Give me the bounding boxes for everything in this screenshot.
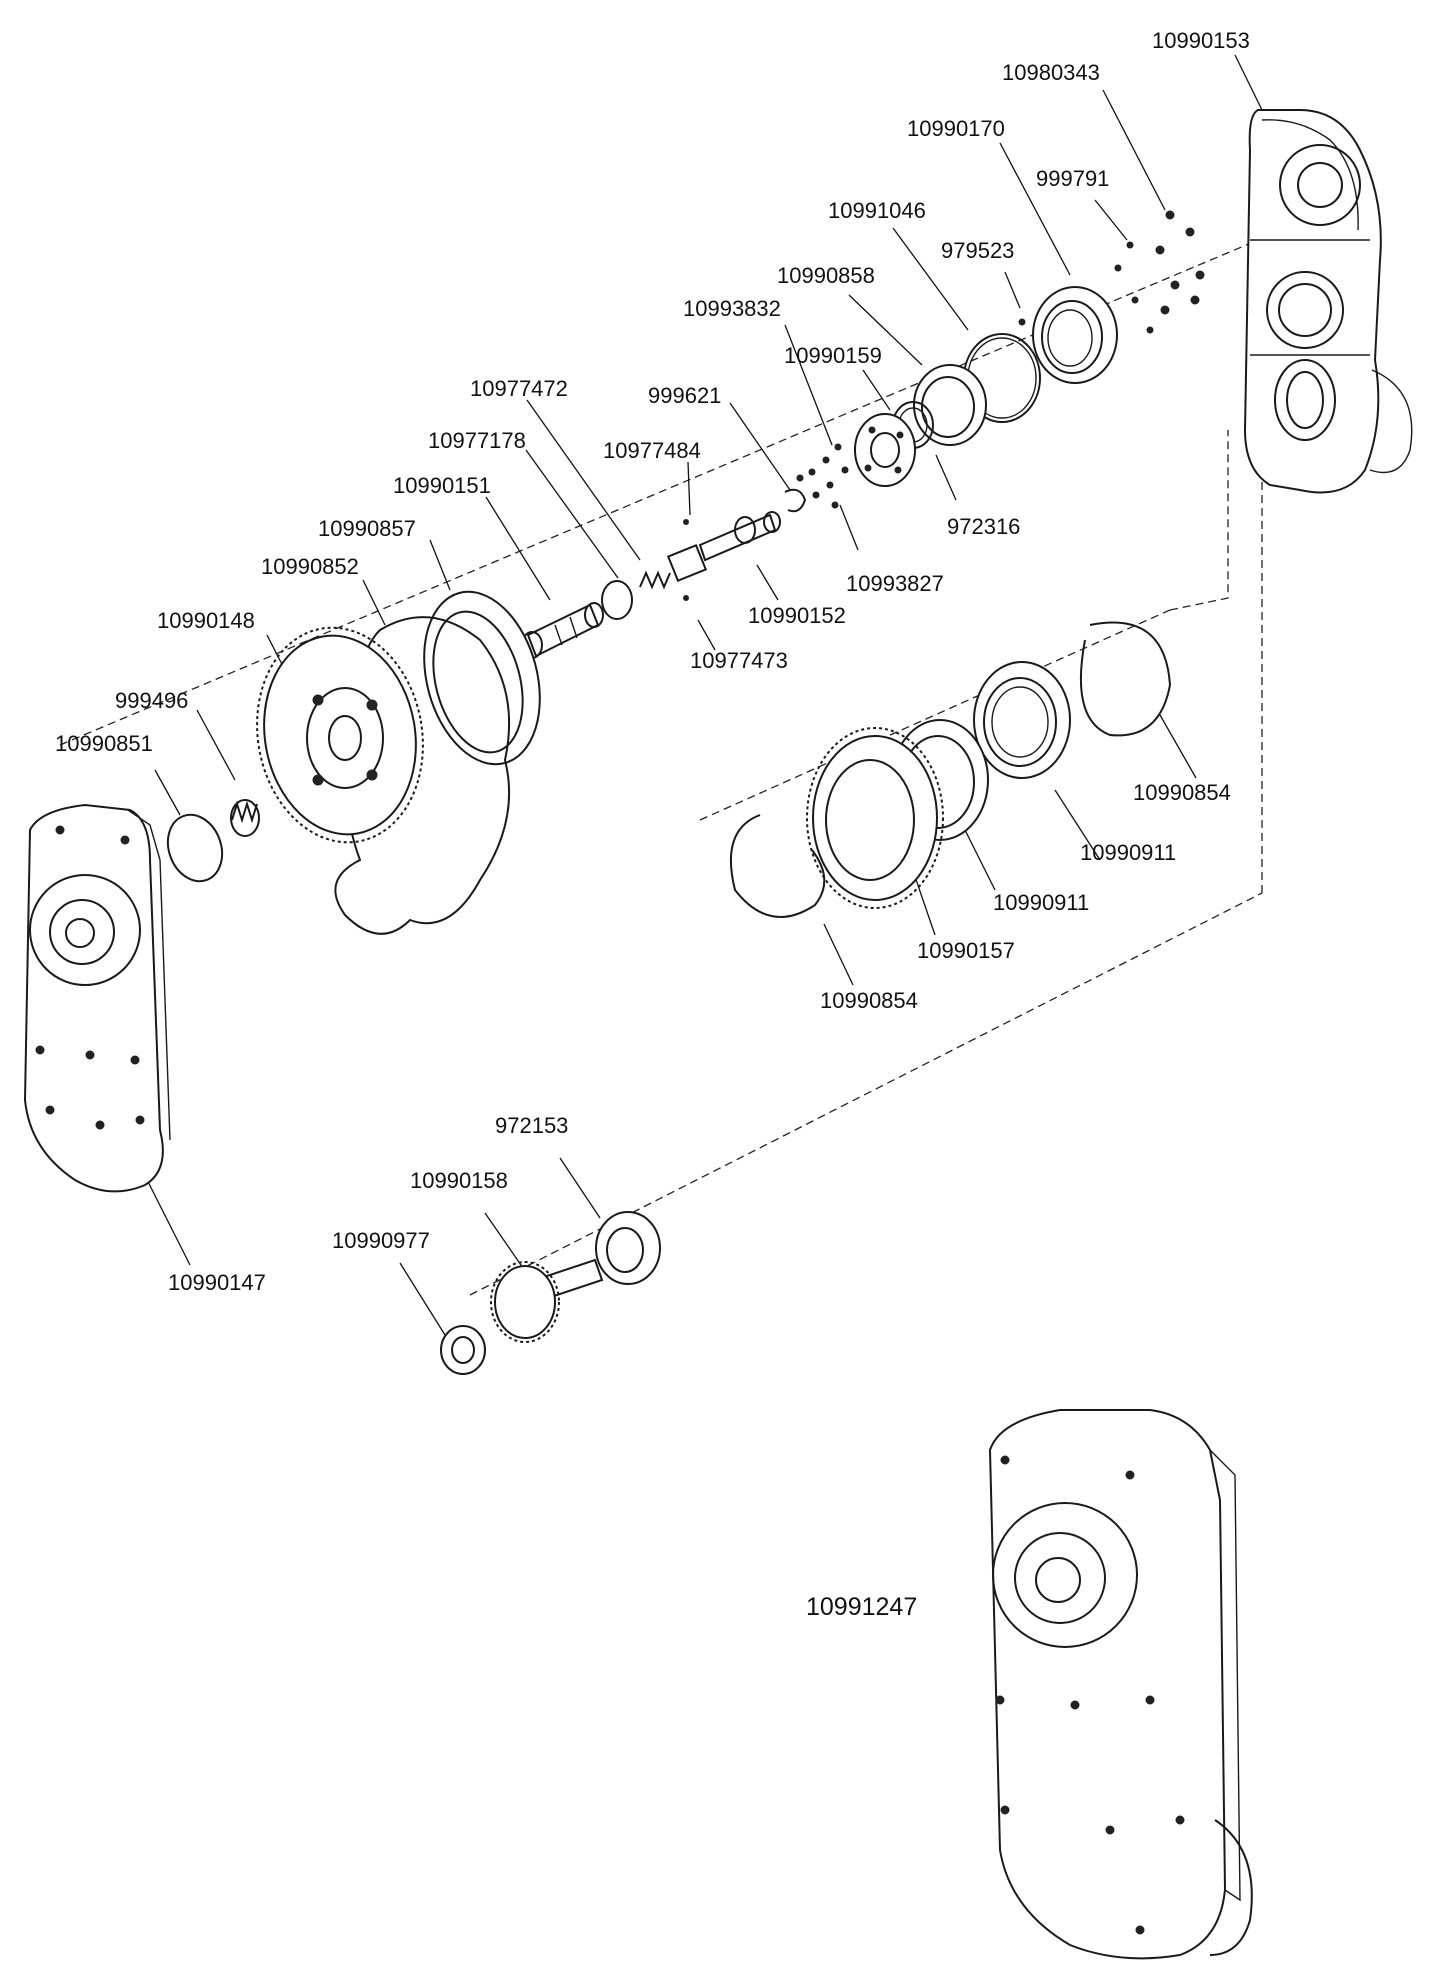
label-10977178: 10977178 [428, 428, 526, 453]
label-10993827: 10993827 [846, 571, 944, 596]
rear-housing [1243, 109, 1413, 494]
ring-10977178 [601, 580, 633, 620]
front-housing-10990147 [23, 803, 171, 1193]
label-10980343: 10980343 [1002, 60, 1100, 85]
label-979523: 979523 [941, 238, 1015, 263]
label-10990152: 10990152 [748, 603, 846, 628]
label-10991046: 10991046 [828, 198, 926, 223]
label-10993832: 10993832 [683, 296, 781, 321]
flange-10990159 [854, 413, 916, 487]
pinion-shaft-10990158 [490, 1258, 604, 1343]
snapring-10990854-upper [1079, 621, 1172, 737]
label-10990854-lower: 10990854 [820, 988, 918, 1013]
label-10990157: 10990157 [917, 938, 1015, 963]
label-10990159: 10990159 [784, 343, 882, 368]
label-10990170: 10990170 [907, 116, 1005, 141]
label-10990147: 10990147 [168, 1270, 266, 1295]
label-10990857: 10990857 [318, 516, 416, 541]
hub-10990151 [521, 602, 604, 659]
pin-979523 [1018, 318, 1026, 326]
label-972316: 972316 [947, 514, 1021, 539]
gear-10990157 [806, 727, 944, 909]
label-10990858: 10990858 [777, 263, 875, 288]
screws-10980343 [1114, 210, 1205, 334]
label-10990148: 10990148 [157, 608, 255, 633]
bearing-10990977 [440, 1325, 486, 1375]
label-10990977: 10990977 [332, 1228, 430, 1253]
label-999621: 999621 [648, 383, 722, 408]
label-10990911-lower: 10990911 [993, 890, 1090, 915]
seal-10990170 [1032, 286, 1118, 384]
label-10990158: 10990158 [410, 1168, 508, 1193]
label-10977472: 10977472 [470, 376, 568, 401]
pin-10977484 [683, 519, 689, 525]
pin-10977473 [683, 595, 689, 601]
snapring-999621 [784, 488, 807, 513]
label-972153: 972153 [495, 1113, 569, 1138]
ring-10990857 [423, 590, 541, 766]
label-10991247: 10991247 [806, 1593, 918, 1621]
screws-10993832 [796, 443, 849, 509]
bearing-10990911-large [973, 661, 1071, 779]
label-10990911-upper: 10990911 [1080, 840, 1177, 865]
label-10990151: 10990151 [393, 473, 491, 498]
gear-10990148 [256, 626, 424, 844]
label-10990851: 10990851 [55, 731, 153, 756]
label-999496: 999496 [115, 688, 189, 713]
ring-10990851 [166, 813, 224, 883]
shaft-10990152 [666, 511, 781, 582]
label-10990852: 10990852 [261, 554, 359, 579]
bearing-972153 [595, 1211, 661, 1285]
snapring-10990854-lower [729, 814, 826, 918]
label-999791: 999791 [1036, 166, 1110, 191]
label-10990854-upper: 10990854 [1133, 780, 1231, 805]
label-10977473: 10977473 [690, 648, 788, 673]
label-10990153: 10990153 [1152, 28, 1250, 53]
spring-10977472 [639, 570, 671, 590]
assembled-unit-10991247 [988, 1409, 1253, 1960]
label-10977484: 10977484 [603, 438, 701, 463]
spring-999496 [230, 799, 260, 837]
